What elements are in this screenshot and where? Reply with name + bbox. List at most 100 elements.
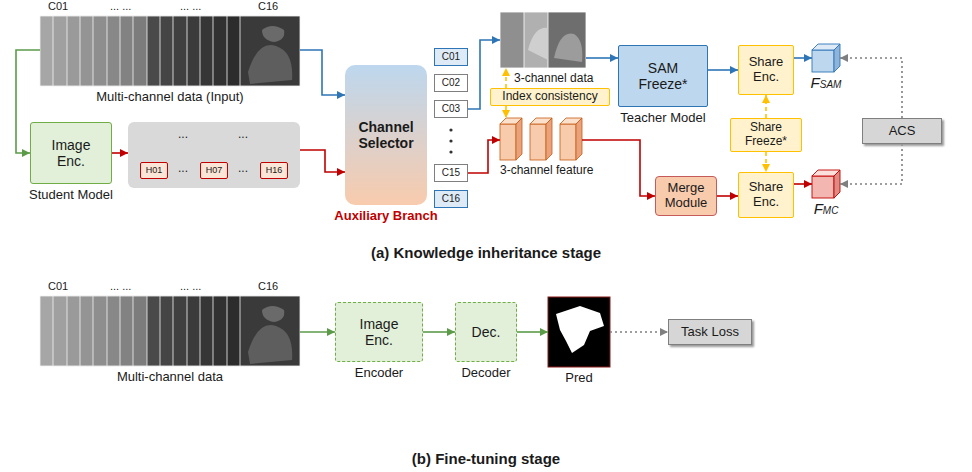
feature-symbol: F bbox=[814, 200, 823, 217]
channel-index: ... ... bbox=[110, 280, 131, 293]
stage-caption: (a) Knowledge inheritance stage bbox=[371, 244, 601, 261]
cube-face bbox=[812, 50, 834, 72]
feature-cube bbox=[812, 170, 840, 198]
box-label: Dec. bbox=[472, 324, 501, 340]
feature-subscript: MC bbox=[823, 205, 839, 222]
box-label: Share Enc. bbox=[739, 55, 793, 85]
box-label: C16 bbox=[442, 193, 460, 205]
connector-arrow bbox=[717, 195, 738, 197]
caption-label: Multi-channel data bbox=[117, 370, 223, 385]
box-label: Share Freeze* bbox=[731, 121, 801, 149]
selector-box-outline: Channel Selector bbox=[345, 65, 427, 205]
caption-label: Auxiliary Branch bbox=[334, 209, 437, 224]
connector-arrow bbox=[300, 50, 345, 95]
channel-box-outline: C02 bbox=[434, 74, 468, 92]
shared-encoder-box: Share Enc. bbox=[738, 45, 794, 95]
merge-box-outline: Merge Module bbox=[655, 176, 717, 216]
connector-arrow bbox=[765, 95, 767, 118]
box-label: C02 bbox=[442, 77, 460, 89]
box-label: H16 bbox=[266, 165, 283, 175]
connector-arrow bbox=[840, 144, 902, 184]
box-label: C15 bbox=[442, 167, 460, 179]
channel-box: C03 bbox=[434, 100, 468, 118]
channel-box-outline: C03 bbox=[434, 100, 468, 118]
feature-output: FMC bbox=[812, 170, 840, 218]
connector-arrow bbox=[505, 68, 507, 88]
mask-region bbox=[556, 306, 604, 353]
connector-arrow bbox=[840, 58, 902, 118]
teacher-box-outline: SAM Freeze* bbox=[618, 45, 708, 107]
loss-box-outline: ACS bbox=[862, 118, 942, 144]
channel-box-outline: C15 bbox=[434, 164, 468, 182]
head-box-outline: H01 bbox=[140, 162, 168, 179]
channel-stack: C01... ...... ...C16Multi-channel data (… bbox=[40, 0, 300, 106]
ellipsis-text: ... bbox=[178, 162, 188, 176]
channel-index: ... ... bbox=[180, 0, 201, 13]
image-content bbox=[262, 26, 284, 42]
encoder-box-outline: Image Enc. bbox=[30, 122, 112, 184]
illustration-area bbox=[500, 12, 586, 68]
caption-label: 3-channel feature bbox=[500, 164, 593, 178]
feature-group: 3-channel feature bbox=[500, 118, 600, 180]
connector-arrow bbox=[300, 150, 345, 172]
connector-arrow bbox=[610, 331, 668, 333]
caption-label: Pred bbox=[565, 371, 592, 386]
shared-encoder-box: Share Enc. bbox=[738, 172, 794, 218]
feature-subscript: SAM bbox=[820, 79, 842, 96]
box-label: H07 bbox=[206, 165, 223, 175]
shared-encoder-box-outline: Share Enc. bbox=[738, 172, 794, 218]
channel-index: ... ... bbox=[180, 280, 201, 293]
loss-box: ACS bbox=[862, 118, 942, 144]
connector-arrow bbox=[300, 331, 335, 333]
box-label: ACS bbox=[889, 124, 916, 139]
slab-side bbox=[576, 118, 582, 160]
stage-caption: (b) Fine-tuning stage bbox=[412, 450, 560, 467]
shared-encoder-box-outline: Share Enc. bbox=[738, 45, 794, 95]
box-label: Share Enc. bbox=[739, 180, 793, 210]
image-content bbox=[248, 45, 292, 84]
box-label: Merge Module bbox=[656, 181, 716, 211]
connector-arrow bbox=[708, 69, 738, 71]
box-label: SAM Freeze* bbox=[632, 60, 694, 92]
ellipsis-text: ... bbox=[178, 128, 188, 142]
prediction: Pred bbox=[548, 297, 610, 387]
connector-arrow bbox=[765, 152, 767, 172]
connector-arrow bbox=[505, 106, 507, 118]
feature-output: FSAM bbox=[812, 44, 840, 92]
slab-side bbox=[546, 118, 552, 160]
ellipsis-text: ... bbox=[238, 162, 248, 176]
feature-panel: ............ H01 H07 H16 bbox=[128, 122, 300, 188]
box-label: Image Enc. bbox=[353, 316, 405, 348]
channel-stack bbox=[40, 296, 300, 366]
box-label: C01 bbox=[442, 51, 460, 63]
box-label: Index consistency bbox=[502, 90, 597, 104]
channel-index: ... ... bbox=[110, 0, 131, 13]
caption-label: Teacher Model bbox=[620, 111, 705, 126]
freeze-box: Share Freeze* bbox=[730, 118, 802, 152]
decoder-box: Dec.Decoder bbox=[455, 302, 517, 362]
cube-area bbox=[812, 170, 840, 198]
head-box: H01 bbox=[140, 162, 168, 179]
teacher-box: SAM Freeze*Teacher Model bbox=[618, 45, 708, 107]
channel-image bbox=[240, 16, 300, 86]
feature-slab bbox=[500, 118, 582, 160]
box-label: Task Loss bbox=[681, 325, 739, 340]
image-content bbox=[528, 28, 548, 60]
connector-arrow bbox=[468, 140, 500, 173]
image-content bbox=[554, 34, 582, 63]
ellipsis-dot bbox=[449, 139, 452, 142]
connector-arrow bbox=[794, 183, 812, 185]
ellipsis-dot bbox=[449, 150, 452, 153]
channel-box: C02 bbox=[434, 74, 468, 92]
slab-face bbox=[560, 124, 576, 160]
connector-arrow bbox=[517, 331, 548, 333]
loss-box-outline: Task Loss bbox=[668, 319, 752, 345]
illustration-area bbox=[548, 297, 610, 367]
consistency-box-outline: Index consistency bbox=[490, 88, 610, 106]
illustration-area bbox=[500, 118, 582, 160]
consistency-box: Index consistency bbox=[490, 88, 610, 106]
prediction-mask bbox=[548, 297, 610, 367]
ellipsis-text: ... bbox=[238, 128, 248, 142]
channel-box: C16 bbox=[434, 190, 468, 208]
